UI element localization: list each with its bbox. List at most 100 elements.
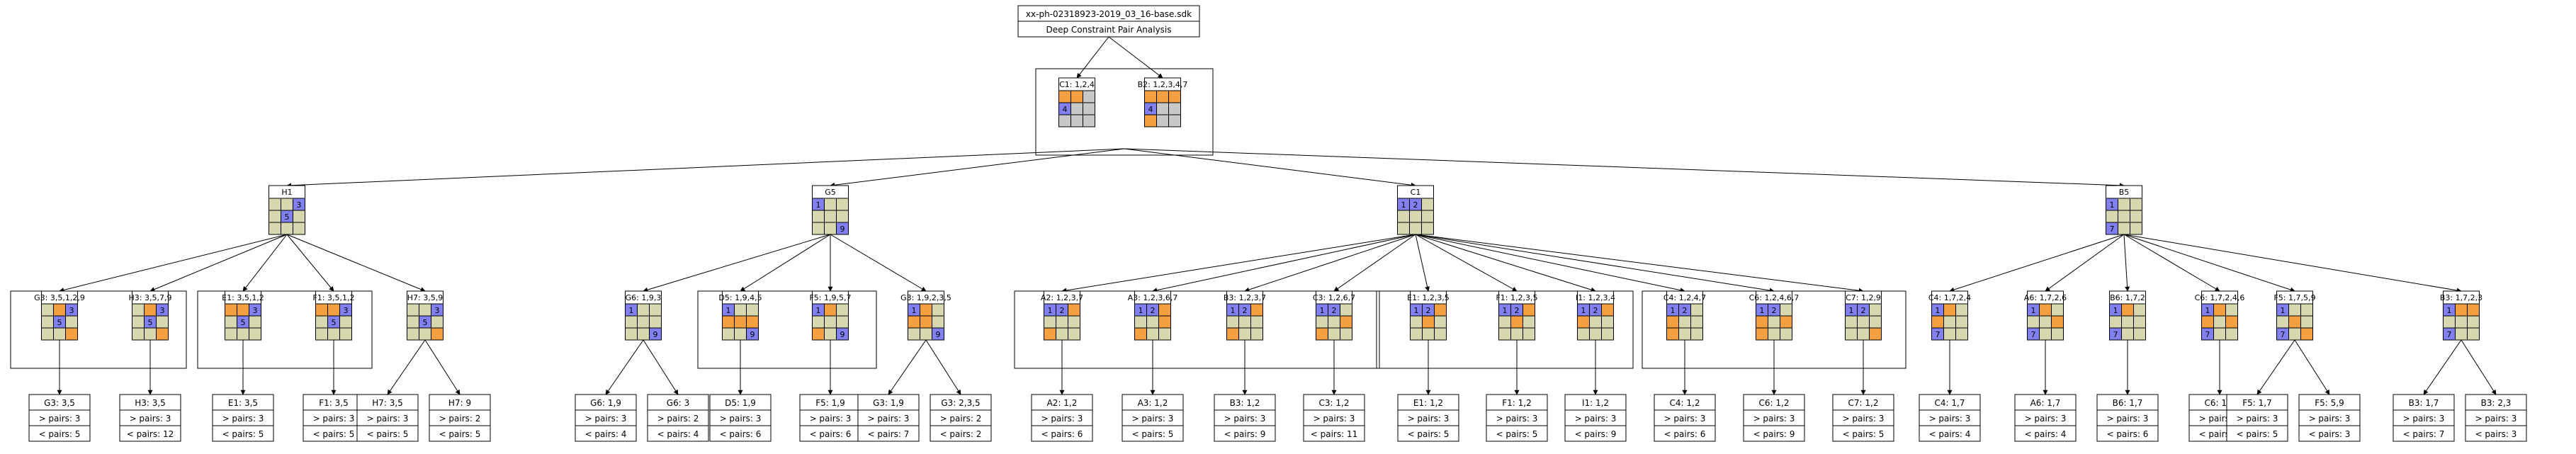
grid-cell <box>812 222 825 235</box>
leaf-node-frame <box>1564 394 1627 442</box>
grid-cell <box>1409 210 1422 223</box>
grid-cell <box>41 315 54 329</box>
leaf-name: D5: 1,9 <box>725 398 756 408</box>
leaf-less-pairs: < pairs: 3 <box>2309 429 2351 439</box>
edge-level1-level2 <box>286 234 426 292</box>
cell-digit: 2 <box>1772 306 1777 315</box>
leaf-name: B6: 1,7 <box>2113 398 2143 408</box>
grid-cell <box>1340 303 1352 317</box>
leaf-greater-pairs: > pairs: 3 <box>2309 414 2351 424</box>
level2-node-9-label: A2: 1,2,3,7 <box>1041 293 1083 302</box>
root-node-0: C1: 1,2,44 <box>1058 77 1095 127</box>
edge-level2-leaf <box>2423 339 2462 395</box>
grid-cell <box>1589 327 1602 341</box>
grid-cell <box>908 327 920 341</box>
leaf-name: C3: 1,2 <box>1319 398 1350 408</box>
leaf-name: G6: 1,9 <box>590 398 621 408</box>
leaf-node-frame <box>2096 394 2159 442</box>
leaf-less-pairs: < pairs: 5 <box>313 429 355 439</box>
grid-cell <box>419 303 431 317</box>
grid-cell <box>2213 303 2226 317</box>
grid-cell <box>2455 327 2468 341</box>
grid-cell <box>281 222 293 235</box>
edge-level2-leaf <box>424 339 461 395</box>
grid-cell <box>2467 327 2480 341</box>
grid-cell <box>1678 315 1691 329</box>
level2-node-21-label: B6: 1,7,2 <box>2110 293 2145 302</box>
leaf-node: F1: 3,5> pairs: 3< pairs: 5 <box>303 394 365 442</box>
grid-cell <box>269 222 281 235</box>
grid-cell <box>315 315 328 329</box>
grid-cell <box>1328 327 1340 341</box>
leaf-greater-pairs: > pairs: 3 <box>1664 414 1706 424</box>
grid-cell <box>407 315 419 329</box>
cell-digit: 1 <box>816 306 821 315</box>
leaf-node-frame <box>647 394 709 442</box>
cell-digit: 3 <box>69 306 74 315</box>
grid-cell <box>2288 327 2301 341</box>
grid-cell <box>1158 327 1171 341</box>
level2-node-20-label: A6: 1,7,2,6 <box>2024 293 2067 302</box>
leaf-less-pairs: < pairs: 7 <box>2403 429 2445 439</box>
grid-cell <box>722 327 735 341</box>
level2-node-3-label: F1: 3,5,1,2 <box>312 293 354 302</box>
level2-node-22-label: C6: 1,7,2,4,6 <box>2195 293 2245 302</box>
cell-digit: 5 <box>332 318 337 327</box>
leaf-node: B6: 1,7> pairs: 3< pairs: 6 <box>2096 394 2159 442</box>
level2-node-20: A6: 1,7,2,617 <box>2024 290 2067 341</box>
grid-cell <box>65 327 78 341</box>
grid-cell <box>1510 315 1523 329</box>
grid-cell <box>2225 315 2238 329</box>
cell-digit: 2 <box>1151 306 1156 315</box>
leaf-greater-pairs: > pairs: 3 <box>130 414 171 424</box>
grid-cell <box>65 315 78 329</box>
leaf-node: H7: 9> pairs: 2< pairs: 5 <box>429 394 491 442</box>
cell-digit: 5 <box>285 212 290 222</box>
grid-cell <box>237 327 249 341</box>
cell-digit: 2 <box>1332 306 1337 315</box>
cell-digit: 2 <box>1683 306 1688 315</box>
level2-node-0: G3: 3,5,1,2,935 <box>34 290 85 341</box>
leaf-node-frame <box>1214 394 1276 442</box>
grid-cell <box>339 327 352 341</box>
grid-cell <box>1070 102 1083 115</box>
grid-cell <box>249 315 261 329</box>
grid-cell <box>1156 114 1169 127</box>
edge-level1-level2 <box>149 234 288 292</box>
grid-cell <box>132 315 145 329</box>
leaf-node-frame <box>1919 394 1981 442</box>
grid-cell <box>2201 315 2214 329</box>
leaf-less-pairs: < pairs: 9 <box>1224 429 1266 439</box>
grid-cell <box>1666 315 1679 329</box>
leaf-name: I1: 1,2 <box>1582 398 1609 408</box>
leaf-node: C6: 1,2> pairs: 3< pairs: 9 <box>1743 394 1805 442</box>
leaf-greater-pairs: > pairs: 3 <box>810 414 852 424</box>
grid-cell <box>1869 315 1882 329</box>
leaf-node: F1: 1,2> pairs: 3< pairs: 5 <box>1486 394 1548 442</box>
root-node-1: B2: 1,2,3,4,74 <box>1138 77 1187 127</box>
grid-cell <box>1144 114 1157 127</box>
cell-digit: 5 <box>148 318 153 327</box>
grid-cell <box>1238 327 1251 341</box>
edge-level2-leaf <box>387 339 426 395</box>
leaf-node: H3: 3,5> pairs: 3< pairs: 12 <box>119 394 181 442</box>
grid-cell <box>1226 315 1239 329</box>
leaf-greater-pairs: > pairs: 3 <box>1843 414 1885 424</box>
leaf-node: C3: 1,2> pairs: 3< pairs: 11 <box>1303 394 1365 442</box>
cell-digit: 7 <box>2205 330 2210 339</box>
root-cluster <box>1035 68 1214 156</box>
level2-node-24-label: B3: 1,7,2,3 <box>2440 293 2482 302</box>
grid-cell <box>1238 315 1251 329</box>
edge-level1-level2 <box>2123 234 2462 293</box>
grid-cell <box>734 315 747 329</box>
grid-cell <box>920 315 932 329</box>
cell-digit: 1 <box>816 200 821 210</box>
edge-root-level1 <box>286 148 1125 188</box>
